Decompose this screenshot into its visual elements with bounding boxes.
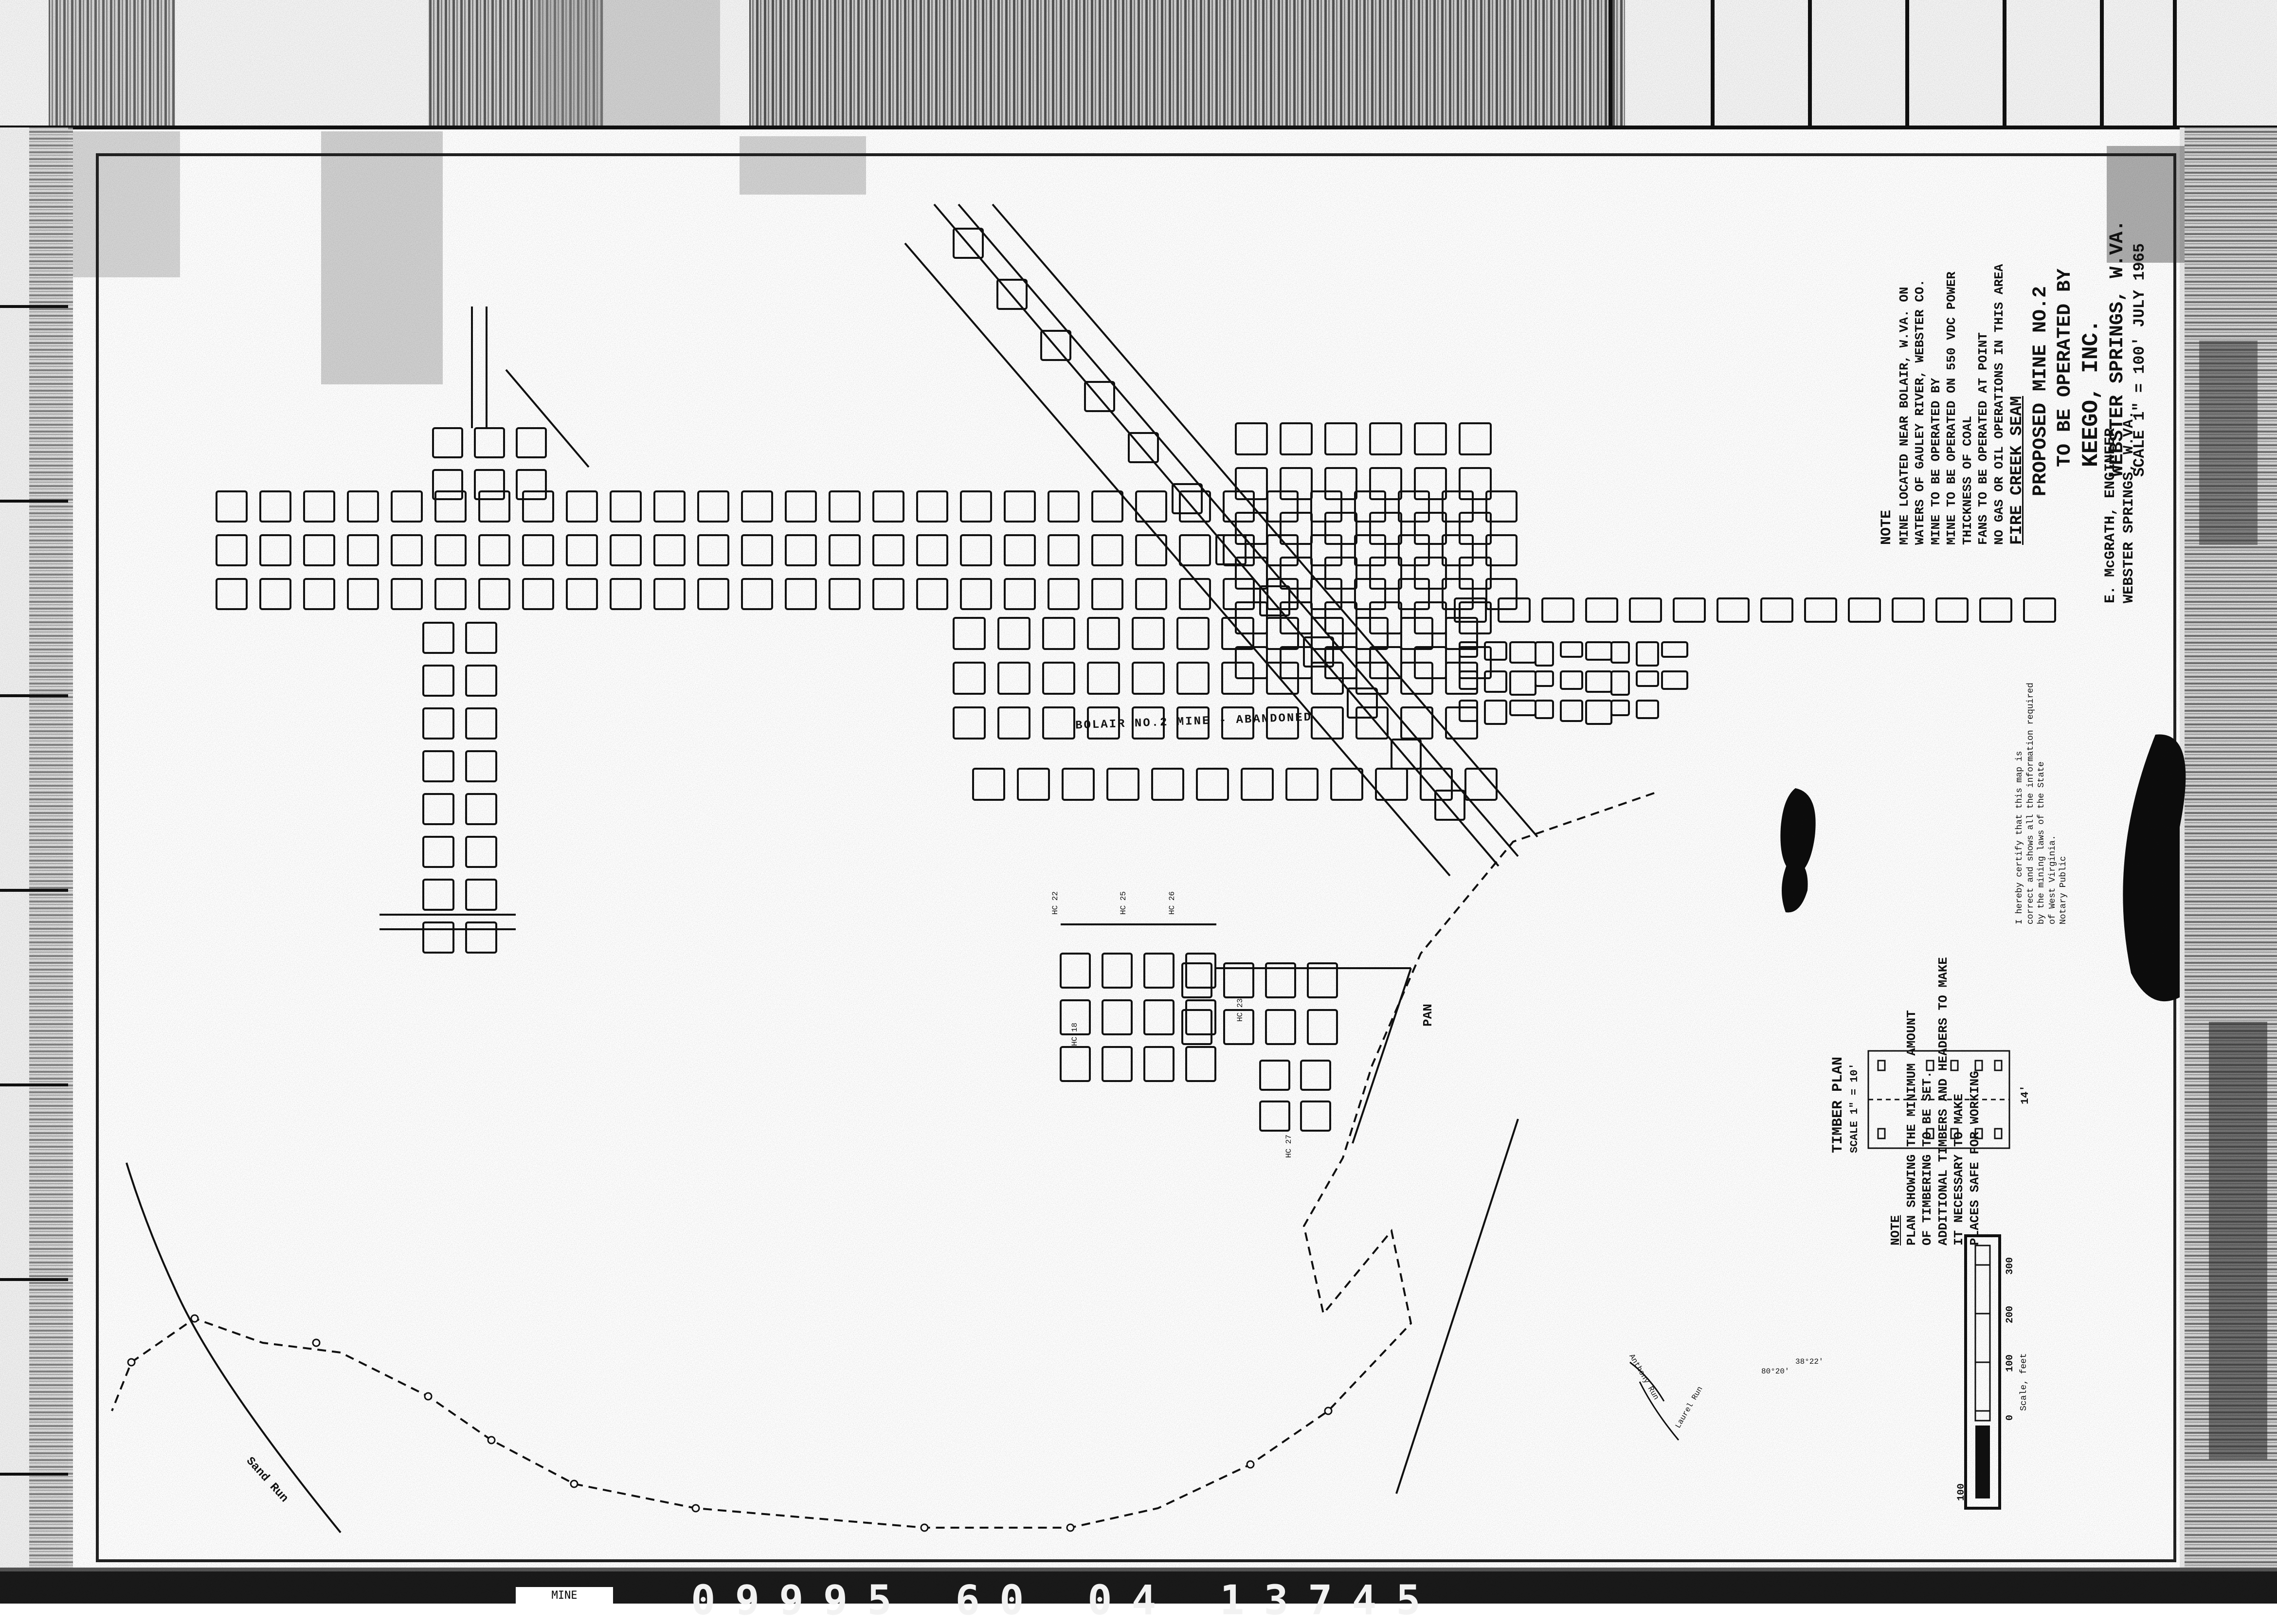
pan-label: PAN — [1421, 1004, 1435, 1027]
seam-label: FIRE CREEK SEAM — [2008, 396, 2026, 545]
station-label-2: HC 25 — [1119, 891, 1128, 915]
lat-label: 80°20' — [1761, 1367, 1789, 1376]
note-line-6: FANS TO BE OPERATED AT POINT — [1976, 332, 1990, 545]
footer-film-id: 09995 60 04 13745 — [691, 1576, 1440, 1624]
scale-tick-2: 0 — [2005, 1414, 2016, 1421]
note-line-7: NO GAS OR OIL OPERATIONS IN THIS AREA — [1991, 264, 2006, 545]
coord-label: 38°22' — [1795, 1357, 1824, 1366]
cert-line-2: correct and shows all the information re… — [2025, 683, 2036, 924]
cert-line-5: Notary Public — [2059, 856, 2068, 924]
cert-line-4: of West Virginia. — [2047, 835, 2058, 924]
note-line-4: MINE TO BE OPERATED ON 550 VDC POWER — [1944, 271, 1959, 545]
note-heading: NOTE — [1879, 509, 1895, 545]
timber-plan-dim: 14' — [2019, 1085, 2031, 1104]
timber-note-line-4: IT NECESSARY TO MAKE — [1952, 1093, 1966, 1245]
timber-note-line-3: ADDITIONAL TIMBERS AND HEADERS TO MAKE — [1935, 957, 1951, 1245]
scale-tick-5: 300 — [2005, 1257, 2016, 1275]
note-block: NOTE MINE LOCATED NEAR BOLAIR, W.VA. ON … — [1878, 264, 2028, 545]
title-line-3: KEEGO, INC. — [2078, 319, 2104, 467]
station-label-5: HC 23 — [1236, 998, 1245, 1022]
station-label-6: HC 27 — [1284, 1134, 1293, 1158]
timber-note-heading: NOTE — [1888, 1215, 1903, 1245]
timber-note-line-5: PLACES SAFE FOR WORKING — [1967, 1071, 1982, 1245]
cert-line-3: by the mining laws of the State — [2037, 761, 2046, 924]
note-line-1: MINE LOCATED NEAR BOLAIR, W.VA. ON — [1897, 287, 1912, 545]
timber-plan-label: TIMBER PLAN SCALE 1" = 10' — [1829, 1057, 1861, 1153]
title-line-2: TO BE OPERATED BY — [2054, 268, 2076, 467]
timber-plan-title: TIMBER PLAN — [1830, 1056, 1846, 1153]
engineer-line-1: E. McGRATH, ENGINEER — [2102, 428, 2119, 603]
station-label-4: HC 18 — [1070, 1022, 1079, 1046]
cert-line-1: I hereby certify that this map is — [2015, 751, 2024, 924]
engineer-block: E. McGRATH, ENGINEER WEBSTER SPRINGS, W.… — [2102, 411, 2138, 603]
title-line-1: PROPOSED MINE NO.2 — [2030, 286, 2052, 496]
timber-note-line-1: PLAN SHOWING THE MINIMUM AMOUNT — [1904, 1010, 1919, 1245]
note-line-2: WATERS OF GAULEY RIVER, WEBSTER CO. — [1913, 279, 1927, 545]
footer-tag: MINE — [516, 1587, 613, 1605]
scale-tick-3: 100 — [2005, 1354, 2016, 1372]
station-label-1: HC 22 — [1051, 891, 1060, 915]
timber-plan-scale: SCALE 1" = 10' — [1848, 1063, 1861, 1153]
scale-tick-1: 100 — [1956, 1483, 1967, 1501]
certification-block: I hereby certify that this map is correc… — [2014, 683, 2069, 924]
note-line-5: THICKNESS OF COAL — [1960, 415, 1975, 545]
engineer-line-2: WEBSTER SPRINGS, W.VA. — [2120, 410, 2137, 603]
scale-tick-4: 200 — [2005, 1305, 2016, 1323]
timber-note-line-2: OF TIMBERING TO BE SET. — [1920, 1071, 1934, 1245]
note-line-3: MINE TO BE OPERATED BY — [1928, 378, 1943, 545]
timber-note-block: NOTE PLAN SHOWING THE MINIMUM AMOUNT OF … — [1888, 957, 1983, 1245]
scale-label: Scale, feet — [2019, 1353, 2029, 1411]
station-label-3: HC 26 — [1168, 891, 1176, 915]
